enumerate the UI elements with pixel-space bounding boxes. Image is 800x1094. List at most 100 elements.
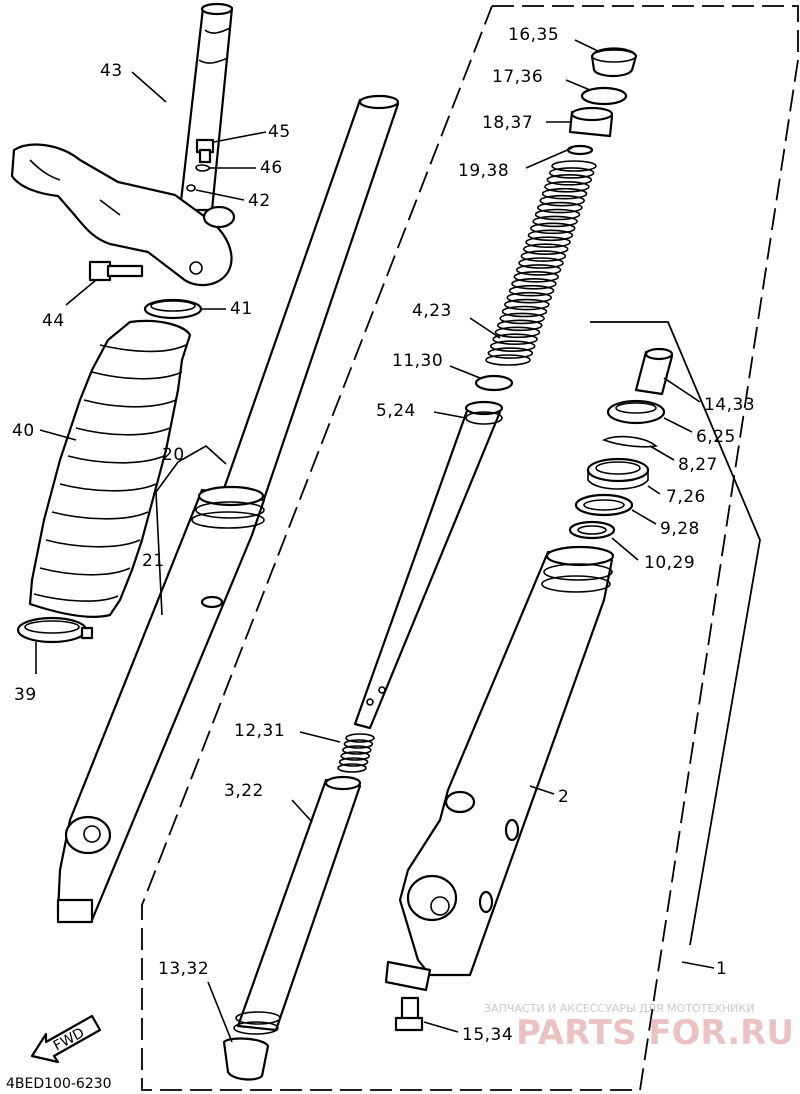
spring-coil bbox=[511, 277, 557, 290]
label-2: 2 bbox=[558, 787, 569, 807]
spring-coil bbox=[343, 739, 374, 749]
label-9-28: 9,28 bbox=[660, 519, 700, 539]
spring-coil bbox=[525, 236, 571, 249]
drawing-code: 4BED100-6230 bbox=[6, 1076, 112, 1092]
spring-coil bbox=[508, 284, 555, 297]
spring-coil bbox=[544, 180, 590, 193]
ring-11-30 bbox=[474, 374, 514, 392]
spring-coil bbox=[504, 298, 550, 311]
bolt-45 bbox=[195, 138, 215, 164]
label-41: 41 bbox=[230, 299, 253, 319]
label-15-34: 15,34 bbox=[462, 1025, 513, 1045]
rebound-spring-12-31 bbox=[337, 733, 375, 773]
spring-coil bbox=[487, 347, 534, 359]
o-ring-17-36 bbox=[580, 86, 628, 106]
label-5-24: 5,24 bbox=[376, 401, 416, 421]
bolt-44 bbox=[88, 260, 144, 282]
fork-spring-4-23 bbox=[485, 160, 597, 366]
label-12-31: 12,31 bbox=[234, 721, 285, 741]
watermark-tagline: ЗАПЧАСТИ И АКСЕССУАРЫ ДЛЯ МОТОТЕХНИКИ bbox=[484, 1002, 754, 1015]
spring-coil bbox=[345, 733, 375, 743]
steering-stem-43 bbox=[178, 2, 234, 212]
fork-inner-3-22 bbox=[233, 775, 362, 1035]
group-frame-outer-tube bbox=[590, 321, 761, 946]
label-43: 43 bbox=[100, 61, 123, 81]
label-16-35: 16,35 bbox=[508, 25, 559, 45]
spring-coil bbox=[494, 326, 541, 339]
bushing-14-33 bbox=[634, 347, 674, 396]
label-3-22: 3,22 bbox=[224, 781, 264, 801]
label-17-36: 17,36 bbox=[492, 67, 543, 87]
spring-coil bbox=[506, 291, 553, 304]
spring-coil bbox=[492, 333, 538, 346]
spring-coil bbox=[499, 312, 545, 325]
label-20: 20 bbox=[162, 445, 185, 465]
spring-coil bbox=[518, 257, 564, 269]
clip-8-27 bbox=[601, 435, 658, 448]
outer-tube-2 bbox=[384, 545, 615, 992]
damper-rod-5-24 bbox=[353, 400, 504, 730]
spring-coil bbox=[534, 208, 581, 221]
fork-boot-40 bbox=[28, 319, 192, 618]
label-8-27: 8,27 bbox=[678, 455, 718, 475]
spring-coil bbox=[546, 174, 593, 186]
leader-lines bbox=[35, 39, 715, 1043]
under-bracket bbox=[10, 143, 233, 287]
spring-coil bbox=[513, 271, 560, 283]
spring-coil bbox=[551, 160, 597, 172]
label-10-29: 10,29 bbox=[644, 553, 695, 573]
label-13-32: 13,32 bbox=[158, 959, 209, 979]
clamp-41 bbox=[143, 298, 203, 320]
spring-coil bbox=[539, 194, 586, 207]
washer-9-28 bbox=[574, 493, 634, 517]
spring-coil bbox=[515, 264, 562, 276]
spring-coil bbox=[337, 763, 367, 773]
label-4-23: 4,23 bbox=[412, 301, 452, 321]
group-frame-right-assembly bbox=[141, 5, 799, 1091]
watermark-brand: PARTS FOR.RU bbox=[516, 1013, 794, 1053]
spring-coil bbox=[548, 167, 595, 179]
label-6-25: 6,25 bbox=[696, 427, 736, 447]
label-39: 39 bbox=[14, 685, 37, 705]
clamp-39 bbox=[16, 616, 94, 644]
label-18-37: 18,37 bbox=[482, 113, 533, 133]
label-1: 1 bbox=[716, 959, 727, 979]
label-19-38: 19,38 bbox=[458, 161, 509, 181]
label-7-26: 7,26 bbox=[666, 487, 706, 507]
oil-seal-7-26 bbox=[586, 457, 650, 490]
cap-16-35 bbox=[590, 47, 638, 78]
spring-coil bbox=[496, 319, 543, 332]
spring-coil bbox=[338, 757, 369, 767]
spring-coil bbox=[501, 305, 548, 318]
label-40: 40 bbox=[12, 421, 35, 441]
label-46: 46 bbox=[260, 158, 283, 178]
spring-coil bbox=[537, 201, 583, 214]
cap-bolt-18-37 bbox=[568, 106, 614, 138]
taper-spindle-13-32 bbox=[222, 1037, 270, 1081]
label-42: 42 bbox=[248, 191, 271, 211]
spring-coil bbox=[532, 215, 578, 228]
spring-coil bbox=[485, 354, 531, 366]
spring-coil bbox=[529, 222, 576, 235]
drain-bolt-15-34 bbox=[394, 996, 424, 1032]
spacer-19-38 bbox=[566, 144, 594, 156]
label-45: 45 bbox=[268, 122, 291, 142]
spring-coil bbox=[489, 340, 536, 352]
label-11-30: 11,30 bbox=[392, 351, 443, 371]
spring-coil bbox=[522, 243, 569, 255]
spring-coil bbox=[341, 745, 372, 755]
o-ring-42 bbox=[186, 184, 236, 229]
dust-seal-6-25 bbox=[606, 399, 666, 425]
outer-tube-21 bbox=[56, 485, 266, 924]
label-14-33: 14,33 bbox=[704, 395, 755, 415]
part-labels: 16,35 17,36 18,37 19,38 43 45 46 42 44 4… bbox=[12, 25, 755, 1045]
spring-coil bbox=[340, 751, 371, 761]
forward-arrow-icon: FWD bbox=[30, 1014, 102, 1064]
label-21: 21 bbox=[142, 551, 165, 571]
spring-coil bbox=[541, 187, 588, 200]
spring-coil bbox=[527, 229, 574, 242]
bushing-10-29 bbox=[568, 520, 616, 540]
label-44: 44 bbox=[42, 311, 65, 331]
